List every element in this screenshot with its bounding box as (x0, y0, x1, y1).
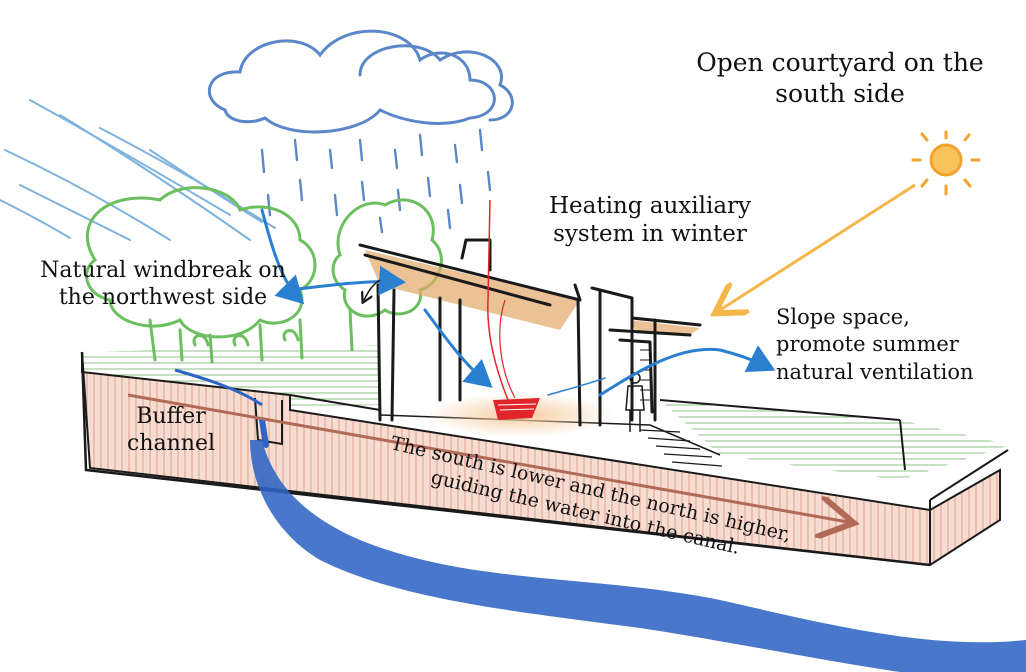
label-line: natural ventilation (776, 359, 974, 384)
label-heating-system: Heating auxiliary system in winter (500, 192, 800, 248)
air-intake-arrow (364, 279, 381, 300)
window-screen (640, 349, 650, 401)
drain-pipe (259, 417, 269, 448)
house-section (358, 238, 702, 427)
heater-icon (487, 199, 540, 420)
roof (365, 250, 580, 330)
label-line: Heating auxiliary (548, 193, 752, 219)
label-line: the northwest side (58, 284, 268, 310)
label-line: Slope space, (776, 305, 910, 329)
label-open-courtyard: Open courtyard on the south side (664, 48, 1016, 109)
person-icon (625, 372, 645, 432)
label-line: Natural windbreak on (40, 258, 286, 283)
canal-icon (250, 440, 1026, 672)
label-line: south side (775, 78, 905, 108)
label-natural-windbreak: Natural windbreak on the northwest side (8, 258, 318, 312)
airflow-arrows (260, 208, 776, 397)
sun-ray-arrow (720, 183, 916, 310)
cloud-icon (207, 29, 514, 134)
rain-icon (260, 128, 492, 234)
label-line: Open courtyard on the (696, 48, 984, 77)
label-line: channel (127, 430, 215, 456)
label-line: Buffer (136, 404, 206, 429)
label-buffer-channel: Buffer channel (106, 404, 236, 458)
runoff-flow (174, 368, 263, 407)
label-slope-space: Slope space, promote summer natural vent… (776, 304, 974, 386)
label-line: promote summer (776, 332, 959, 357)
wind-lines-icon (0, 99, 276, 241)
label-line: system in winter (553, 221, 747, 248)
sun-icon (911, 130, 981, 196)
grade-arrow (127, 393, 848, 522)
